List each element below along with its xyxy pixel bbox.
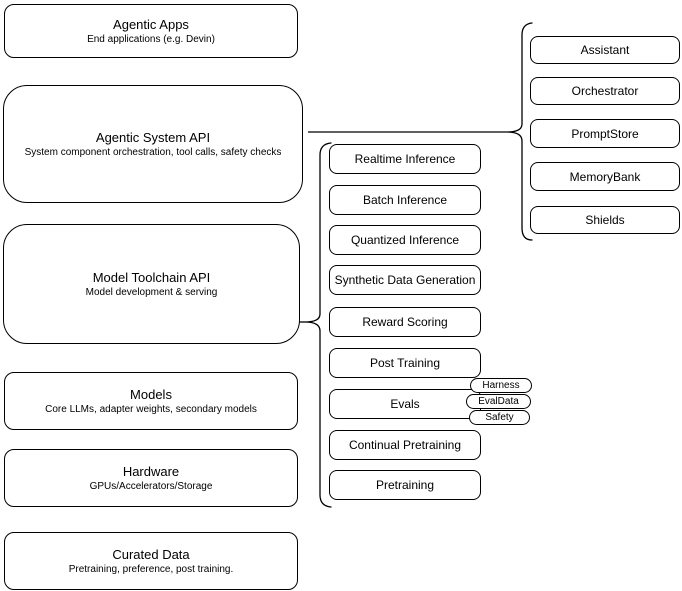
node-hardware: Hardware GPUs/Accelerators/Storage bbox=[4, 449, 298, 507]
node-title: Hardware bbox=[122, 463, 180, 479]
toolchain-item-batch-inference: Batch Inference bbox=[329, 185, 481, 215]
toolchain-item-reward-scoring: Reward Scoring bbox=[329, 307, 481, 337]
system-bracket bbox=[506, 22, 533, 241]
evals-tag-evaldata: EvalData bbox=[466, 394, 531, 409]
system-item-assistant: Assistant bbox=[530, 36, 680, 64]
system-item-orchestrator: Orchestrator bbox=[530, 77, 680, 105]
toolchain-item-synthetic-data-generation: Synthetic Data Generation bbox=[329, 265, 481, 295]
toolchain-item-quantized-inference: Quantized Inference bbox=[329, 225, 481, 255]
node-subtitle: Core LLMs, adapter weights, secondary mo… bbox=[45, 403, 257, 415]
node-models: Models Core LLMs, adapter weights, secon… bbox=[4, 372, 298, 430]
toolchain-item-evals: Evals bbox=[329, 389, 481, 419]
toolchain-bracket bbox=[304, 142, 332, 508]
node-agentic-system-api: Agentic System API System component orch… bbox=[3, 85, 303, 203]
node-title: Agentic System API bbox=[95, 129, 211, 145]
node-model-toolchain-api: Model Toolchain API Model development & … bbox=[3, 224, 300, 344]
node-subtitle: Pretraining, preference, post training. bbox=[68, 563, 234, 575]
node-subtitle: System component orchestration, tool cal… bbox=[24, 146, 282, 158]
node-subtitle: End applications (e.g. Devin) bbox=[87, 33, 215, 45]
node-title: Models bbox=[130, 386, 172, 402]
evals-tag-harness: Harness bbox=[470, 378, 532, 393]
node-title: Model Toolchain API bbox=[92, 269, 211, 285]
node-subtitle: Model development & serving bbox=[85, 286, 218, 298]
system-item-promptstore: PromptStore bbox=[530, 119, 680, 148]
node-curated-data: Curated Data Pretraining, preference, po… bbox=[4, 532, 298, 590]
node-title: Curated Data bbox=[112, 546, 190, 562]
toolchain-item-post-training: Post Training bbox=[329, 348, 481, 378]
node-subtitle: GPUs/Accelerators/Storage bbox=[89, 480, 213, 492]
evals-tag-safety: Safety bbox=[469, 410, 530, 425]
toolchain-item-realtime-inference: Realtime Inference bbox=[329, 144, 481, 174]
toolchain-item-pretraining: Pretraining bbox=[329, 470, 481, 500]
system-item-shields: Shields bbox=[530, 206, 680, 234]
system-item-memorybank: MemoryBank bbox=[530, 162, 680, 191]
toolchain-item-continual-pretraining: Continual Pretraining bbox=[329, 430, 481, 460]
node-agentic-apps: Agentic Apps End applications (e.g. Devi… bbox=[4, 4, 298, 58]
node-title: Agentic Apps bbox=[113, 16, 189, 32]
